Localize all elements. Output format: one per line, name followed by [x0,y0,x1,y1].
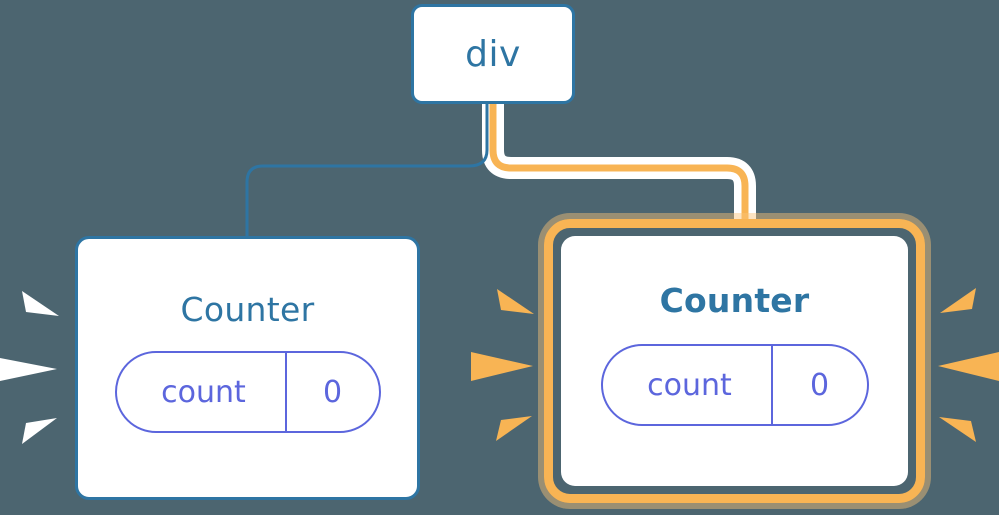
state-key-label: count [603,346,773,424]
state-value-label: 0 [809,367,830,403]
highlight-ring-counter-right [544,219,925,503]
node-counter-right-title: Counter [659,281,810,320]
burst-wedge-orange-r-top [940,288,976,313]
node-counter-left-body: Counter count 0 [78,239,417,497]
node-counter-right-body: Counter count 0 [561,236,908,486]
edge-div-to-counter-left [245,103,489,239]
node-div-label: div [465,33,521,75]
burst-wedge-orange-r-bot [939,417,976,442]
edge-div-to-counter-right-halo [482,103,756,225]
state-value-label: 0 [322,374,343,410]
update-burst-orange-right [938,288,999,442]
burst-wedge-white-bot [22,418,57,444]
burst-wedge-white-top [22,291,59,316]
burst-wedge-orange-l-top [497,289,534,314]
burst-wedge-orange-l-bot [496,416,532,441]
node-counter-left-title: Counter [180,290,315,329]
state-pill-counter-right[interactable]: count 0 [600,344,869,426]
burst-wedge-orange-r-mid [938,352,999,381]
state-key-label: count [117,353,287,431]
update-burst-orange-left [471,289,534,441]
node-counter-left[interactable]: Counter count 0 [75,236,420,500]
update-burst-white [0,291,59,444]
node-counter-right[interactable]: Counter count 0 [561,236,908,486]
burst-wedge-white-mid [0,358,57,381]
node-div[interactable]: div [411,4,575,104]
edge-div-to-counter-right [489,103,749,228]
burst-wedge-orange-l-mid [471,352,533,381]
state-pill-counter-left[interactable]: count 0 [114,351,381,433]
